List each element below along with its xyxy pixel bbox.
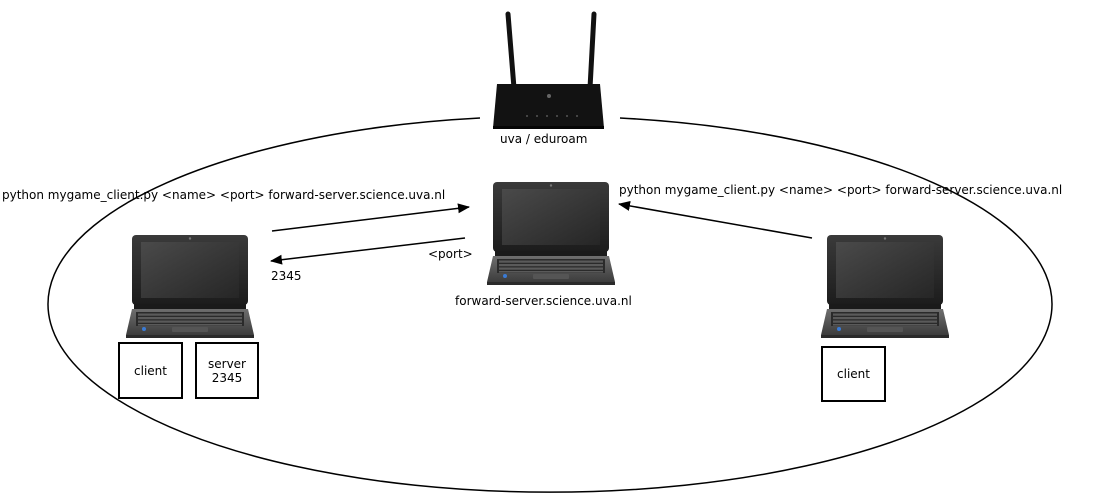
router-icon [493, 11, 604, 129]
reply-port-label: 2345 [271, 269, 302, 283]
left-client-box-label: client [134, 363, 167, 378]
left-client-command: python mygame_client.py <name> <port> fo… [2, 188, 446, 202]
left-server-box-port: 2345 [211, 370, 243, 385]
arrow-right-to-server [618, 200, 813, 239]
left-server-box-label: server [208, 356, 246, 371]
right-client-box-label: client [837, 367, 870, 381]
left-laptop-icon [126, 235, 254, 338]
router-label: uva / eduroam [500, 132, 588, 146]
arrow-server-to-left [270, 237, 466, 265]
left-server-box: server 2345 [195, 342, 259, 399]
right-client-command: python mygame_client.py <name> <port> fo… [619, 183, 1063, 197]
right-client-box: client [821, 346, 886, 402]
right-laptop-icon [821, 235, 949, 338]
forward-server-label: forward-server.science.uva.nl [455, 294, 632, 308]
port-label: <port> [428, 247, 473, 261]
arrow-left-to-server [271, 203, 470, 232]
forward-server-laptop-icon [487, 182, 615, 285]
left-client-box: client [118, 342, 183, 399]
network-boundary [47, 117, 1053, 493]
